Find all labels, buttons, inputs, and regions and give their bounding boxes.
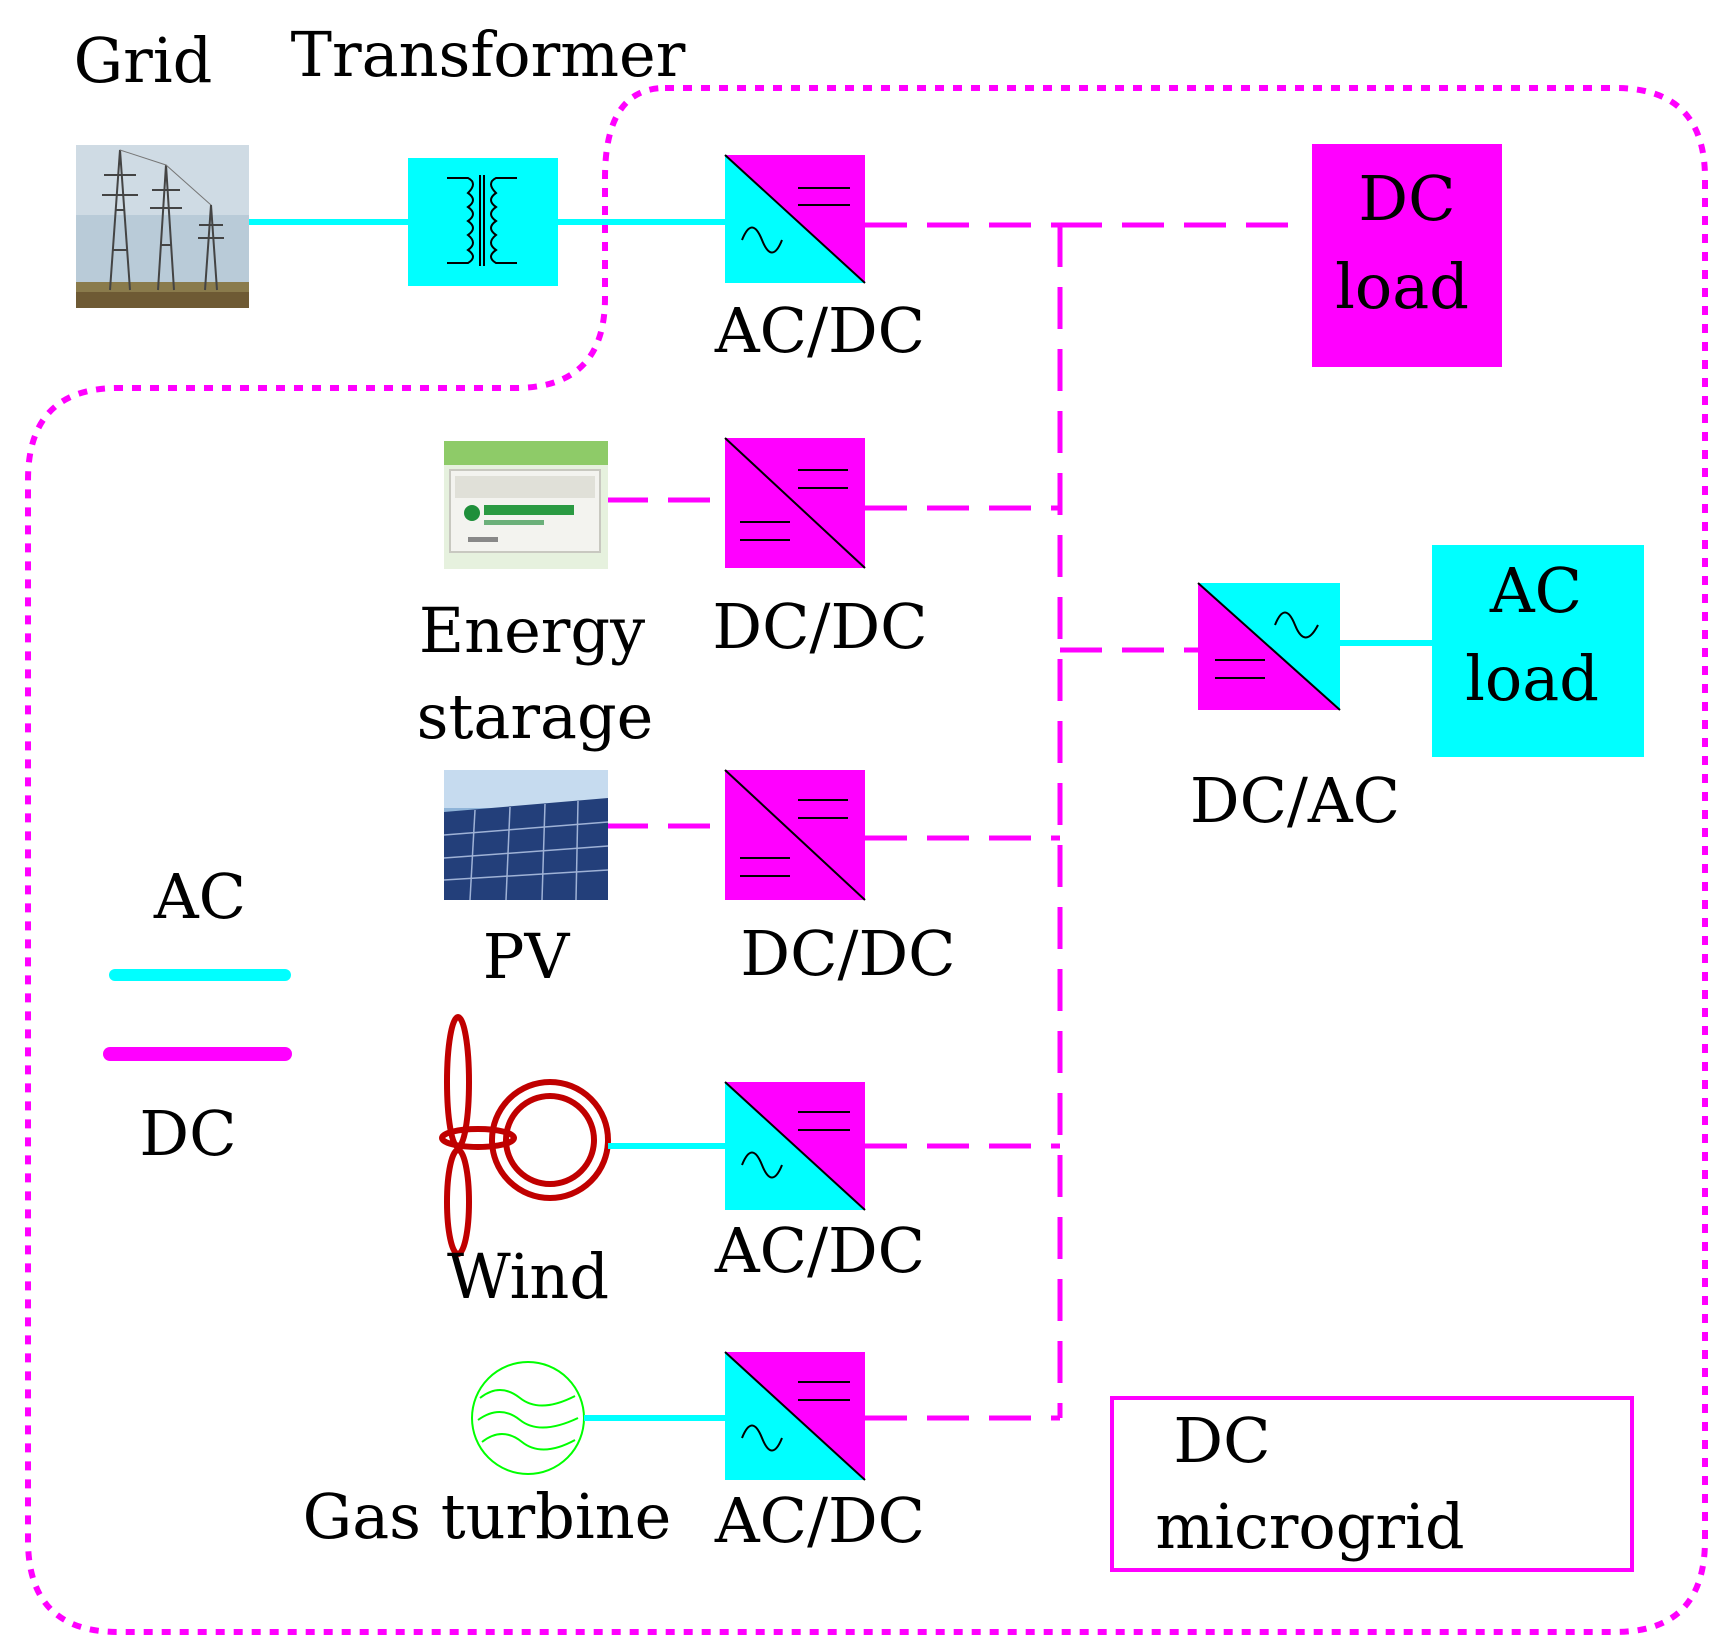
gas-turbine-icon bbox=[471, 1361, 585, 1475]
dc-bus bbox=[606, 222, 1290, 1421]
battery-image bbox=[444, 441, 608, 569]
dcdc-converter-pv bbox=[724, 769, 866, 901]
transformer-label: Transformer bbox=[291, 18, 686, 91]
grid-label: Grid bbox=[74, 24, 213, 97]
gas-turbine-label: Gas turbine bbox=[303, 1480, 672, 1553]
acdc-top-label: AC/DC bbox=[714, 294, 925, 367]
acdc-converter-top bbox=[724, 154, 866, 284]
microgrid-label-2: microgrid bbox=[1155, 1490, 1464, 1563]
ac-load-label-1: AC bbox=[1489, 554, 1582, 627]
acdc-converter-wind bbox=[724, 1081, 866, 1211]
legend-ac-label: AC bbox=[153, 860, 246, 933]
acdc-gas-label: AC/DC bbox=[714, 1484, 925, 1557]
microgrid-boundary bbox=[25, 85, 1708, 1635]
ac-load-label-2: load bbox=[1465, 642, 1599, 715]
dc-load-label-1: DC bbox=[1358, 162, 1455, 235]
pv-panel-image bbox=[443, 770, 609, 901]
dcdc-storage-label: DC/DC bbox=[712, 590, 927, 663]
dcdc-pv-label: DC/DC bbox=[740, 917, 955, 990]
wind-turbine-icon bbox=[439, 1014, 611, 1257]
energy-storage-label-2: starage bbox=[417, 680, 654, 753]
transformer-icon bbox=[447, 175, 517, 266]
grid-tower-image bbox=[76, 145, 249, 308]
wind-label: Wind bbox=[447, 1240, 609, 1313]
acdc-converter-gas bbox=[724, 1351, 866, 1481]
microgrid-legend-box bbox=[1110, 1396, 1634, 1572]
dcdc-converter-storage bbox=[724, 437, 866, 569]
acdc-wind-label: AC/DC bbox=[714, 1214, 925, 1287]
legend-dc-label: DC bbox=[139, 1097, 236, 1170]
pv-label: PV bbox=[483, 920, 571, 993]
dc-load-block bbox=[1312, 144, 1502, 367]
energy-storage-label-1: Energy bbox=[419, 594, 645, 667]
dcac-converter bbox=[1197, 582, 1341, 711]
microgrid-label-1: DC bbox=[1173, 1404, 1270, 1477]
ac-load-block bbox=[1432, 545, 1644, 757]
dcac-label: DC/AC bbox=[1190, 764, 1400, 837]
dc-load-label-2: load bbox=[1335, 250, 1469, 323]
